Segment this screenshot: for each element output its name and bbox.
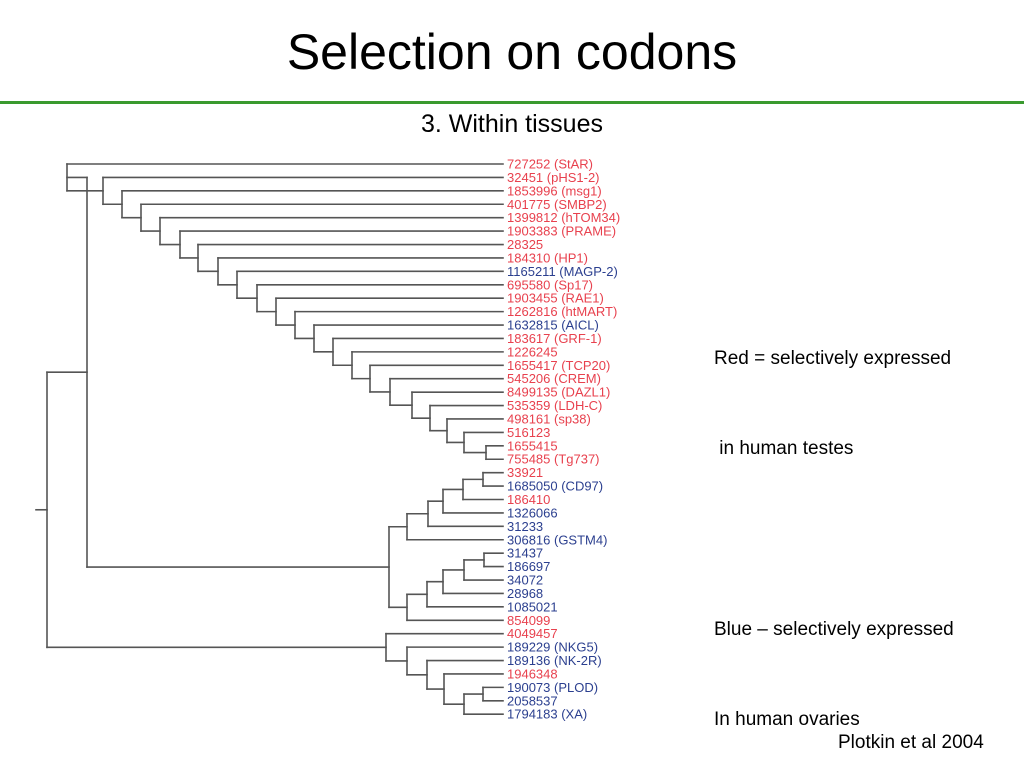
leaf-label: 1903383 (PRAME) [507, 224, 616, 239]
leaf-label: 695580 (Sp17) [507, 277, 593, 292]
leaf-label: 1226245 [507, 344, 558, 359]
leaf-label: 186697 [507, 559, 550, 574]
leaf-label: 189136 (NK-2R) [507, 653, 602, 668]
leaf-label: 186410 [507, 492, 550, 507]
title-divider [0, 101, 1024, 104]
legend-red-line1: Red = selectively expressed [714, 348, 952, 369]
leaf-label: 31233 [507, 519, 543, 534]
leaf-label: 401775 (SMBP2) [507, 197, 607, 212]
leaf-label: 1946348 [507, 666, 558, 681]
leaf-label: 306816 (GSTM4) [507, 532, 607, 547]
leaf-label: 34072 [507, 573, 543, 588]
leaf-label: 854099 [507, 613, 550, 628]
leaf-label: 545206 (CREM) [507, 371, 601, 386]
leaf-label: 1655417 (TCP20) [507, 358, 610, 373]
leaf-label: 1165211 (MAGP-2) [507, 264, 618, 279]
leaf-label: 535359 (LDH-C) [507, 398, 602, 413]
leaf-label: 33921 [507, 465, 543, 480]
leaf-label: 727252 (StAR) [507, 157, 593, 172]
leaf-label: 32451 (pHS1-2) [507, 170, 600, 185]
leaf-label: 1326066 [507, 505, 558, 520]
leaf-label: 1085021 [507, 599, 558, 614]
leaf-label: 1685050 (CD97) [507, 479, 603, 494]
slide-subtitle: 3. Within tissues [420, 110, 603, 138]
leaf-label: 190073 (PLOD) [507, 680, 598, 695]
citation: Plotkin et al 2004 [838, 732, 984, 753]
dendrogram: 727252 (StAR)32451 (pHS1-2)1853996 (msg1… [35, 157, 620, 722]
leaf-label: 189229 (NKG5) [507, 640, 598, 655]
leaf-label: 1399812 (hTOM34) [507, 210, 620, 225]
leaf-label: 1655415 [507, 438, 558, 453]
leaf-label: 4049457 [507, 626, 558, 641]
leaf-label: 28968 [507, 586, 543, 601]
leaf-label: 1903455 (RAE1) [507, 291, 604, 306]
leaf-label: 28325 [507, 237, 543, 252]
leaf-label: 1794183 (XA) [507, 707, 587, 722]
leaf-label: 184310 (HP1) [507, 250, 588, 265]
color-legend: Red = selectively expressed in human tes… [714, 284, 1019, 765]
slide-title: Selection on codons [286, 24, 738, 80]
legend-blue-line2: In human ovaries [714, 709, 860, 730]
leaf-label: 516123 [507, 425, 550, 440]
leaf-label: 1853996 (msg1) [507, 183, 602, 198]
leaf-label: 8499135 (DAZL1) [507, 385, 610, 400]
leaf-label: 755485 (Tg737) [507, 452, 600, 467]
leaf-label: 498161 (sp38) [507, 411, 591, 426]
legend-red-line2: in human testes [714, 438, 854, 459]
leaf-label: 31437 [507, 546, 543, 561]
legend-blue-line1: Blue – selectively expressed [714, 619, 954, 640]
leaf-label: 1262816 (htMART) [507, 304, 617, 319]
leaf-label: 2058537 [507, 693, 558, 708]
leaf-label: 183617 (GRF-1) [507, 331, 602, 346]
leaf-label: 1632815 (AICL) [507, 318, 599, 333]
